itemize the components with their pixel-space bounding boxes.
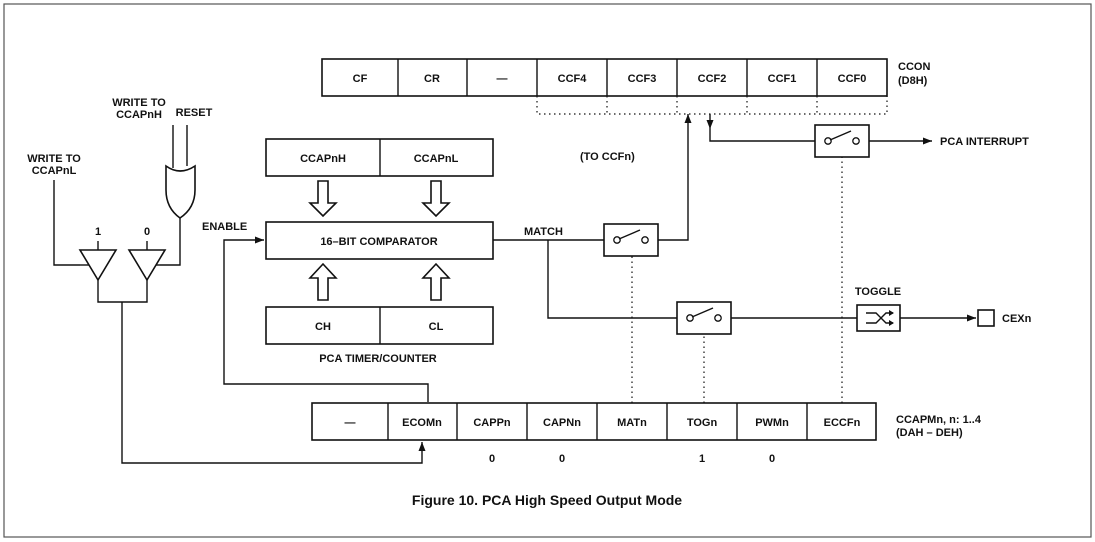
ccapnh-to-comparator-arrow — [308, 180, 338, 218]
write-ccapnl-label-line1: WRITE TO — [27, 153, 81, 165]
pca-timer-caption: PCA TIMER/COUNTER — [319, 353, 437, 365]
ccapnl-to-comparator-arrow — [421, 180, 451, 218]
ccapm-cell-matn: MATn — [617, 417, 647, 429]
ccon-cell-ccf2: CCF2 — [698, 73, 727, 85]
ccapm-cell-cappn: CAPPn — [473, 417, 511, 429]
capture-compare-registers: CCAPnH CCAPnL — [265, 138, 494, 177]
pca-interrupt-label: PCA INTERRUPT — [940, 136, 1029, 148]
ccapm-register-address: (DAH – DEH) — [896, 427, 963, 439]
cexn-label: CEXn — [1002, 313, 1032, 325]
ccon-cell-cf: CF — [353, 73, 368, 85]
ccapm-register: — ECOMn CAPPn CAPNn MATn TOGn PWMn ECCFn — [311, 402, 877, 441]
ccon-flag-bus — [536, 96, 888, 115]
match-switch — [603, 223, 659, 257]
ccapm-cell-ecomn: ECOMn — [402, 417, 442, 429]
ccon-register: CF CR — CCF4 CCF3 CCF2 CCF1 CCF0 — [321, 58, 888, 97]
write-ccapnh-label-line2: CCAPnH — [116, 109, 162, 121]
ccapnl-cell: CCAPnL — [414, 153, 459, 165]
ccapm-cell-pwmn: PWMn — [755, 417, 789, 429]
match-label: MATCH — [524, 226, 563, 238]
match-to-ccfn-line — [658, 114, 692, 241]
ccon-cell-cr: CR — [424, 73, 440, 85]
ccon-register-address: (D8H) — [898, 75, 928, 87]
ecomn-write-line — [121, 302, 426, 464]
match-to-toggle-line — [547, 240, 677, 319]
buffer-zero-label: 0 — [144, 226, 150, 238]
cl-cell: CL — [429, 321, 444, 333]
reset-label: RESET — [176, 107, 213, 119]
ccapm-cell-togn: TOGn — [687, 417, 718, 429]
figure-frame — [3, 3, 1092, 538]
ccapm-cell-eccfn: ECCFn — [824, 417, 861, 429]
ch-cell: CH — [315, 321, 331, 333]
cexn-pin — [977, 309, 995, 327]
to-ccfn-label: (TO CCFn) — [580, 151, 635, 163]
toggle-enable-switch — [676, 301, 732, 335]
ccapnh-cell: CCAPnH — [300, 153, 346, 165]
ccapm-bit-capnn: 0 — [559, 453, 565, 465]
ccapm-bit-togn: 1 — [699, 453, 705, 465]
toggle-flipflop — [856, 304, 901, 332]
ch-to-comparator-arrow — [308, 262, 338, 301]
ccapm-bit-cappn: 0 — [489, 453, 495, 465]
write-ccapnl-label-line2: CCAPnL — [32, 165, 77, 177]
buffer-one-label: 1 — [95, 226, 101, 238]
cl-to-comparator-arrow — [421, 262, 451, 301]
ccon-cell-reserved: — — [497, 73, 508, 85]
enable-label: ENABLE — [202, 221, 247, 233]
enable-line — [223, 236, 429, 402]
ccon-cell-ccf0: CCF0 — [838, 73, 867, 85]
ccapm-cell-capnn: CAPNn — [543, 417, 581, 429]
ccapm-cell-reserved: — — [345, 417, 356, 429]
comparator-label: 16–BIT COMPARATOR — [320, 236, 437, 248]
or-gate — [165, 164, 196, 219]
toggle-label: TOGGLE — [855, 286, 901, 298]
pca-timer-registers: CH CL — [265, 306, 494, 345]
ccapm-bit-pwmn: 0 — [769, 453, 775, 465]
ccon-cell-ccf3: CCF3 — [628, 73, 657, 85]
interrupt-enable-switch — [814, 124, 870, 158]
ccapm-register-name: CCAPMn, n: 1..4 — [896, 414, 982, 426]
figure-caption: Figure 10. PCA High Speed Output Mode — [412, 492, 682, 508]
ccon-cell-ccf1: CCF1 — [768, 73, 797, 85]
ccon-cell-ccf4: CCF4 — [558, 73, 588, 85]
ccon-register-name: CCON — [898, 61, 930, 73]
write-ccapnh-label-line1: WRITE TO — [112, 97, 166, 109]
